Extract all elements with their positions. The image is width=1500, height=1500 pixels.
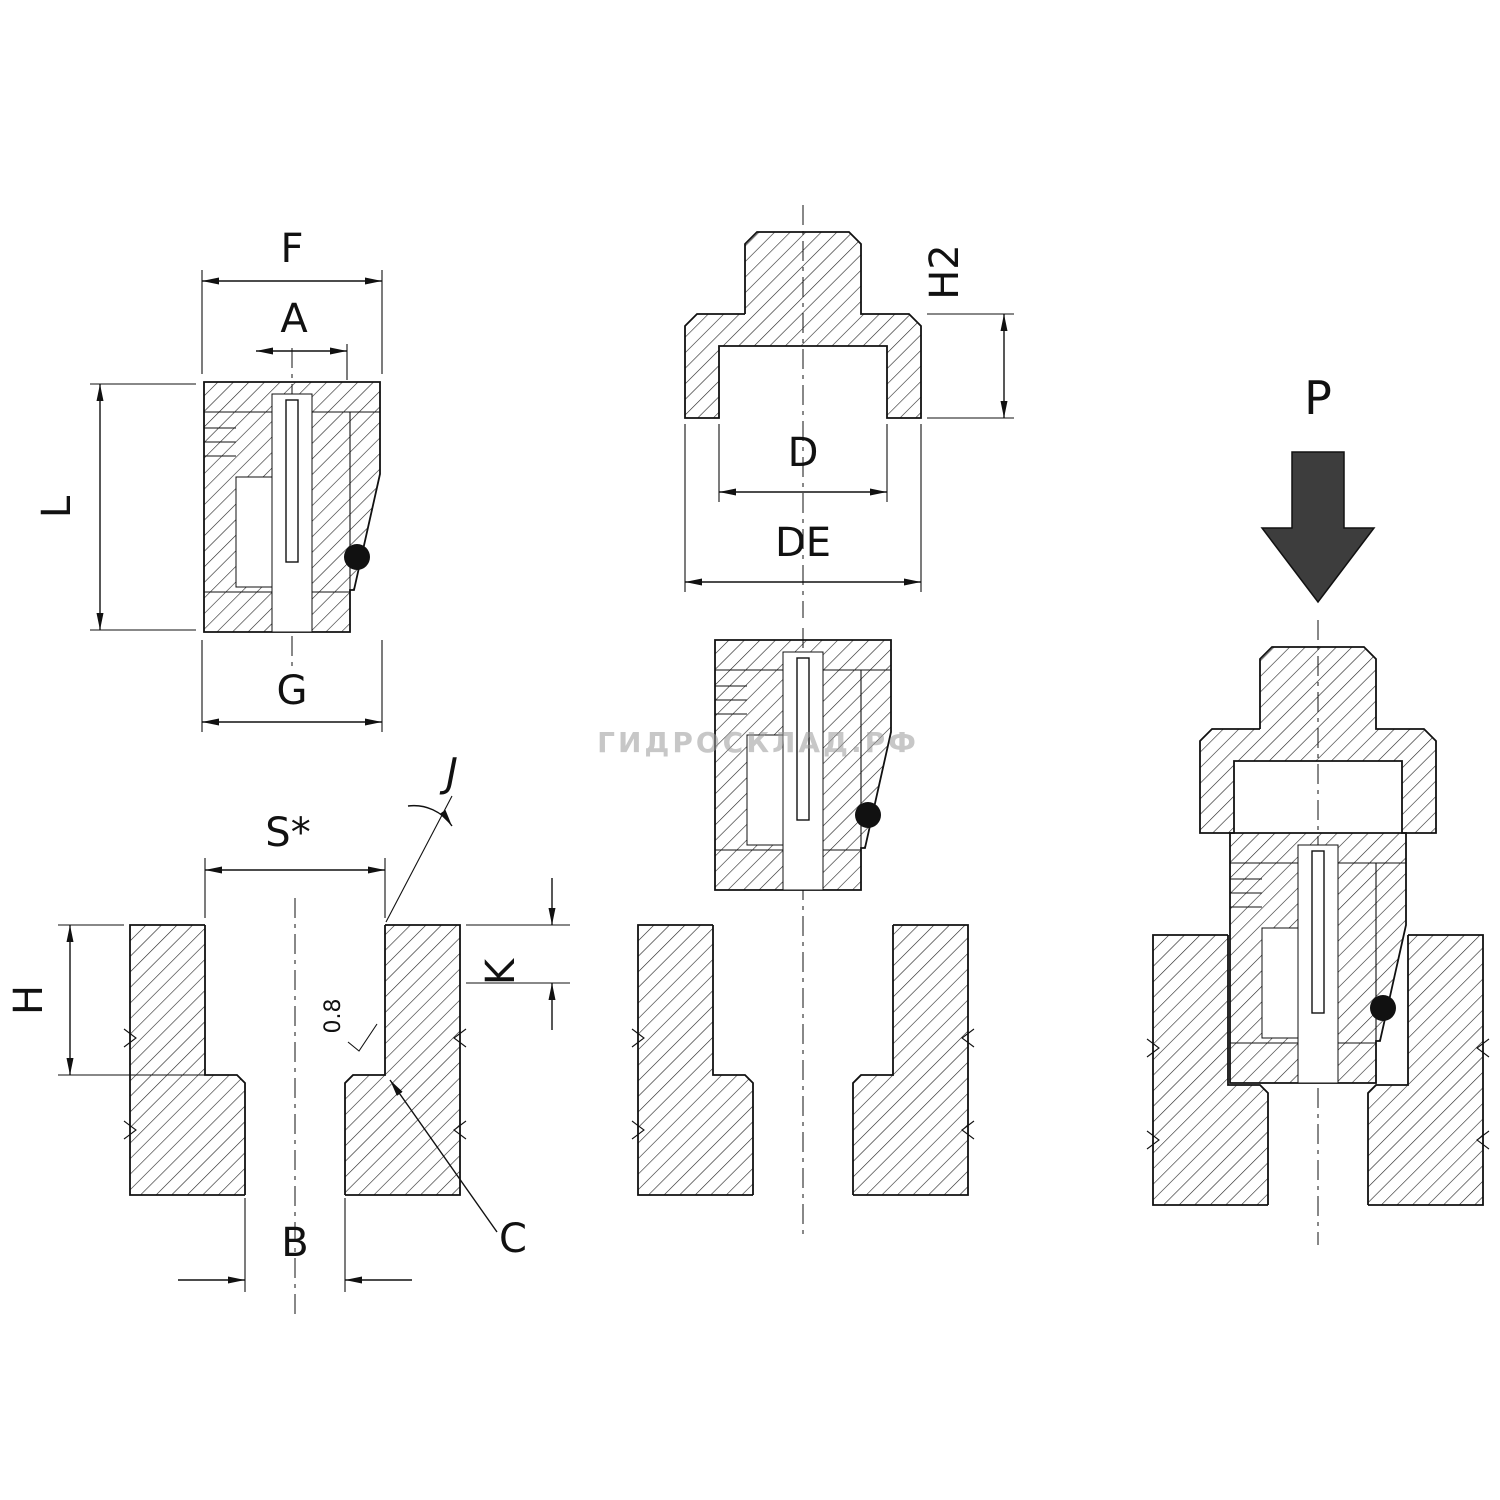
dim-label-f: F (280, 226, 303, 272)
dim-h2: H2 (922, 244, 1014, 419)
cartridge-body (1229, 832, 1407, 1084)
view-installed: P (1146, 371, 1490, 1245)
cartridge-body (203, 381, 381, 633)
pressure-label: P (1304, 371, 1332, 425)
dim-label-c: C (499, 1216, 527, 1262)
press-down-arrow (1260, 451, 1376, 604)
dim-g: G (201, 640, 383, 732)
dim-label-d: D (788, 430, 819, 476)
dim-label-h: H (6, 985, 52, 1015)
dim-label-g: G (277, 668, 308, 714)
dim-h: H (6, 924, 208, 1076)
dim-label-s: S* (265, 810, 310, 856)
view-port-section: S* J K H B C (6, 750, 570, 1315)
dim-label-b: B (281, 1220, 308, 1266)
roughness-symbol-icon (347, 1023, 378, 1052)
watermark: ГИДРОСКЛАД.РФ (597, 726, 919, 759)
view-plug-section: H2 D DE (684, 205, 1014, 618)
dim-k: K (466, 878, 570, 1030)
roughness-value: 0.8 (321, 999, 346, 1034)
dim-label-k: K (478, 957, 524, 985)
dim-l: L (34, 383, 196, 631)
dim-s: S* (204, 810, 386, 918)
dim-label-l: L (34, 495, 80, 518)
dim-a: A (256, 296, 348, 380)
view-cartridge-section: F A L G (34, 226, 383, 732)
dim-label-j: J (439, 750, 458, 796)
dim-label-de: DE (775, 520, 831, 566)
cartridge-body (714, 639, 892, 891)
view-alignment (631, 628, 975, 1235)
dim-label-a: A (280, 296, 308, 342)
dim-d: D (718, 424, 888, 502)
dim-de: DE (684, 424, 922, 592)
dim-label-h2: H2 (922, 244, 968, 300)
callout-c: C (389, 1079, 527, 1262)
dim-b: B (178, 1198, 412, 1292)
surface-roughness-mark: 0.8 (321, 999, 378, 1052)
dim-j: J (385, 750, 458, 923)
dim-f: F (201, 226, 383, 374)
